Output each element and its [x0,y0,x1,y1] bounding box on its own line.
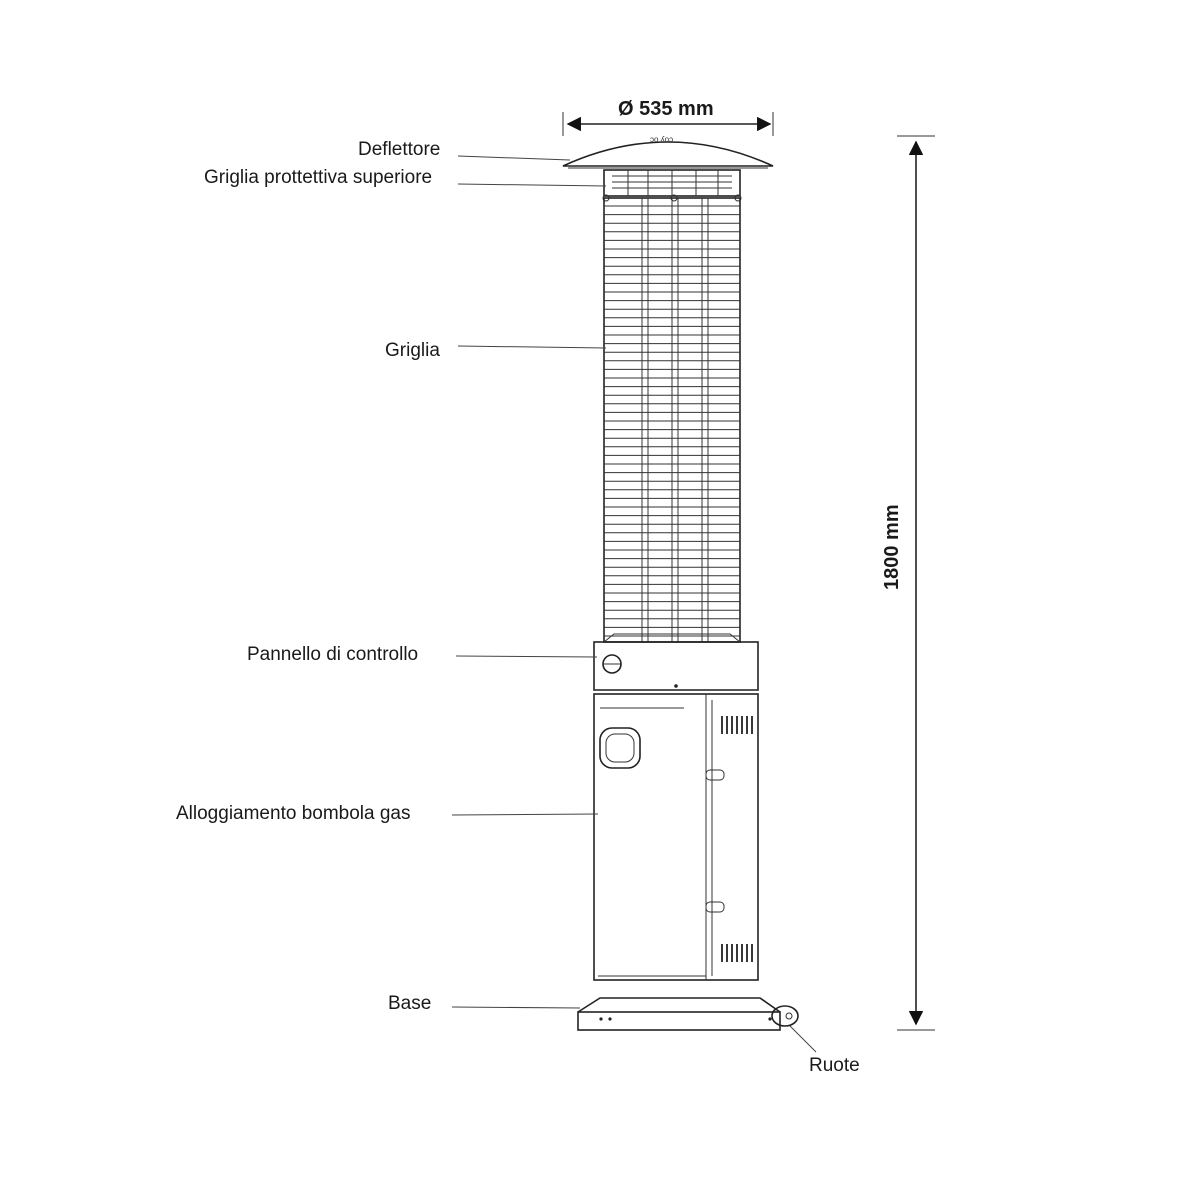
height-label: 1800 mm [881,504,903,590]
leader-deflector [457,155,571,161]
vent-slots-top [721,716,753,734]
diameter-label: Ø 535 mm [618,98,714,120]
label-grille: Griglia [385,340,440,361]
label-deflector: Deflettore [358,139,441,160]
base-shape [577,997,781,1031]
label-wheels: Ruote [809,1055,860,1076]
gas-housing-shape [593,693,759,981]
label-gas-housing: Alloggiamento bombola gas [176,803,411,824]
deflector-shape: ɔo ʎoɔ [562,135,774,169]
grille-shape [603,197,741,643]
wheel-shape [771,1005,799,1027]
control-panel-shape [593,633,759,691]
leader-wheels [789,1025,817,1053]
leader-top-guard [457,183,607,187]
leader-control-panel [455,655,598,658]
height-dimension-line [897,135,935,1031]
leader-grille [457,345,607,349]
label-control-panel: Pannello di controllo [247,644,419,665]
svg-text:ɔo ʎoɔ: ɔo ʎoɔ [650,135,673,144]
leader-base [451,1006,581,1009]
label-base: Base [388,993,432,1014]
top-guard-shape [602,169,742,202]
leader-gas-housing [451,813,599,816]
diameter-dimension-line [562,112,774,136]
label-top-guard: Griglia prottettiva superiore [204,167,433,188]
vent-slots-bottom [721,944,753,962]
